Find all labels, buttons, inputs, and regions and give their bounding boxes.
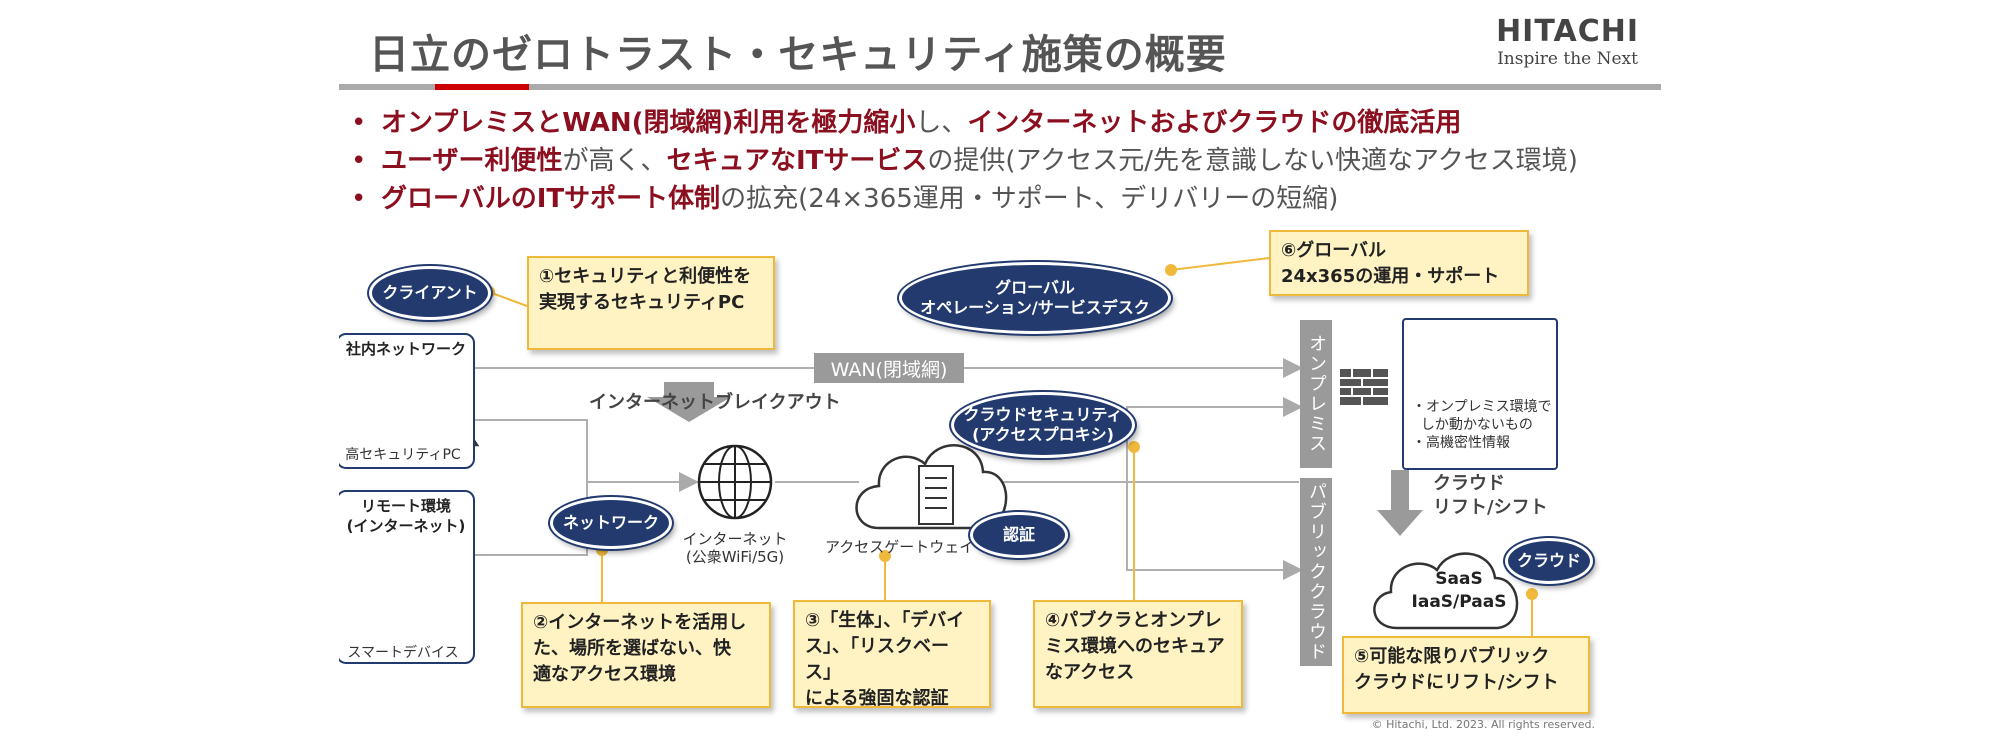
bullet-dot: •: [351, 108, 367, 138]
smart-device-label: スマートデバイス: [347, 645, 459, 661]
globe-icon: [697, 444, 773, 520]
bullet-segment: セキュアなITサービス: [666, 146, 928, 176]
onprem-bar: オンプレミス: [1300, 320, 1332, 468]
bullet-segment: グローバルのITサポート体制: [381, 184, 721, 214]
lift-shift-arrow: [1377, 470, 1423, 536]
internal-network-label: 社内ネットワーク: [345, 340, 466, 358]
public-cloud-bar: パブリッククラウド: [1300, 478, 1332, 666]
callout-2: ②インターネットを活用し た、場所を選ばない、快 適なアクセス環境: [521, 602, 771, 708]
callout-4: ④パブクラとオンプレ ミス環境へのセキュア なアクセス: [1033, 600, 1243, 708]
page-title: 日立のゼロトラスト・セキュリティ施策の概要: [369, 32, 1227, 78]
bullet-segment: の提供(アクセス元/先を意識しない快適なアクセス環境): [927, 146, 1578, 176]
logo-tagline: Inspire the Next: [1497, 49, 1638, 69]
callout-1: ①セキュリティと利便性を 実現するセキュリティPC: [527, 256, 775, 350]
onprem-box: [1402, 318, 1558, 470]
breakout-label: インターネットブレイクアウト: [589, 392, 841, 413]
cloud-gateway-icon: [855, 444, 1008, 530]
bullet-segment: オンプレミスとWAN(閉域網)利用を極力縮小: [381, 108, 916, 138]
global-desk-oval: グローバル オペレーション/サービスデスク: [899, 262, 1171, 334]
bullet-item: • ユーザー利便性が高く、セキュアなITサービスの提供(アクセス元/先を意識しない…: [351, 142, 1578, 180]
bullet-segment: の拡充(24×365運用・サポート、デリバリーの短縮): [720, 184, 1339, 214]
onprem-items-text: ・オンプレミス環境で しか動かないもの ・高機密性情報: [1412, 399, 1552, 451]
internal-network-box: [339, 333, 475, 469]
proxy-to-cloud: [1126, 482, 1303, 580]
bullet-segment: インターネットおよびクラウドの徹底活用: [967, 108, 1462, 138]
cloud-oval: クラウド: [1505, 538, 1593, 584]
cloud-security-oval: クラウドセキュリティ (アクセスプロキシ): [951, 392, 1135, 458]
hitachi-logo: HITACHI Inspire the Next: [1496, 16, 1639, 70]
saas-label: SaaS IaaS/PaaS: [1411, 569, 1507, 612]
slide: 日立のゼロトラスト・セキュリティ施策の概要 HITACHI Inspire th…: [339, 0, 1661, 739]
bullet-item: • グローバルのITサポート体制の拡充(24×365運用・サポート、デリバリーの短…: [351, 180, 1578, 218]
copyright: © Hitachi, Ltd. 2023. All rights reserve…: [1371, 718, 1595, 731]
bullet-list: • オンプレミスとWAN(閉域網)利用を極力縮小し、インターネットおよびクラウドの…: [351, 104, 1578, 218]
callout-6: ⑥グローバル 24x365の運用・サポート: [1269, 230, 1529, 296]
auth-oval: 認証: [970, 512, 1068, 558]
high-security-pc-label: 高セキュリティPC: [345, 447, 461, 463]
header-rule-accent: [435, 84, 529, 90]
access-gateway-label: アクセスゲートウェイ: [825, 538, 975, 556]
bullet-segment: し、: [915, 108, 968, 138]
callout-3: ③「生体」、「デバイ ス」、「リスクベース」 による強固な認証: [793, 600, 991, 709]
internet-label: インターネット (公衆WiFi/5G): [682, 530, 788, 566]
bullet-item: • オンプレミスとWAN(閉域網)利用を極力縮小し、インターネットおよびクラウドの…: [351, 104, 1578, 142]
network-oval: ネットワーク: [550, 497, 672, 549]
callout-5: ⑤可能な限りパブリック クラウドにリフト/シフト: [1342, 636, 1590, 714]
firewall-icon: [1340, 369, 1388, 405]
bullet-segment: が高く、: [562, 146, 667, 176]
client-oval: クライアント: [369, 266, 491, 320]
bullet-dot: •: [351, 146, 367, 176]
lift-shift-label: クラウド リフト/シフト: [1433, 473, 1548, 518]
breakout-arrow: [647, 382, 731, 422]
breakout-line: [465, 419, 699, 492]
bullet-dot: •: [351, 184, 367, 214]
saas-cloud-icon: [1373, 552, 1519, 630]
remote-env-label: リモート環境 (インターネット): [346, 497, 466, 535]
remote-env-box: [339, 490, 475, 664]
header-rule: [339, 84, 1661, 90]
logo-name: HITACHI: [1496, 14, 1639, 49]
proxy-to-onprem: [1126, 397, 1303, 482]
bullet-segment: ユーザー利便性: [381, 146, 563, 176]
wan-label: WAN(閉域網): [814, 353, 964, 383]
